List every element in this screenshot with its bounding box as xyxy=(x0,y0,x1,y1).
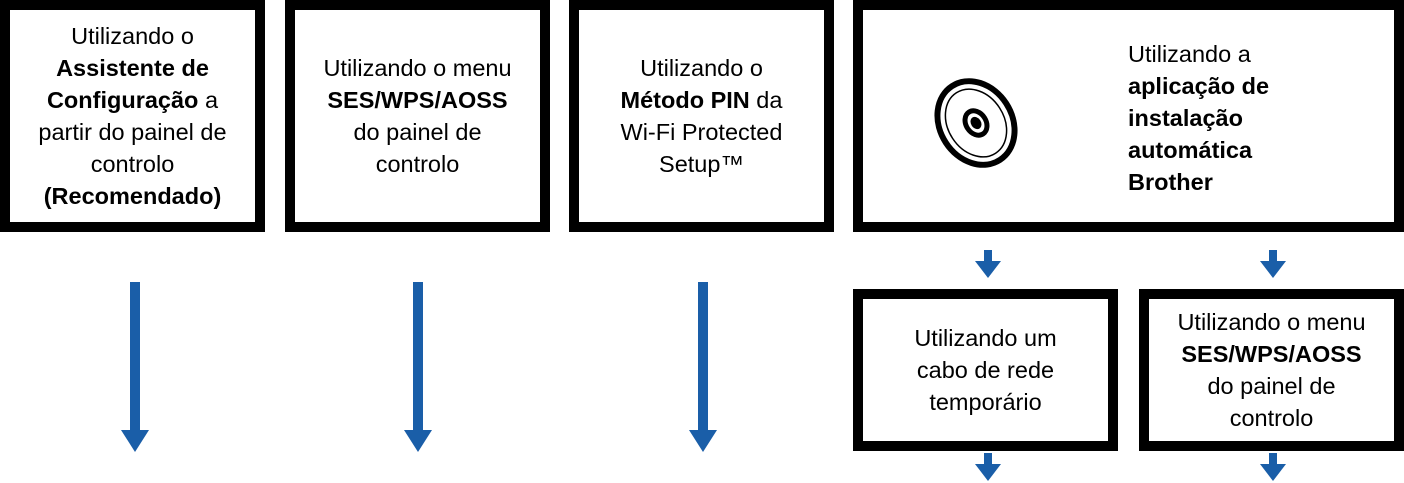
bold-text: Assistente de xyxy=(56,55,209,81)
arrow-down-icon xyxy=(121,282,149,452)
bold-text: (Recomendado) xyxy=(43,183,222,209)
text-segment: controlo xyxy=(90,151,175,177)
text-line: instalação xyxy=(1128,102,1323,134)
arrow-down-icon xyxy=(975,453,1001,481)
arrow-down-icon xyxy=(975,250,1001,278)
option-temp-cable-box: Utilizando um cabo de rede temporário xyxy=(853,289,1118,451)
text-line: do painel de xyxy=(323,116,511,148)
text-line: Wi-Fi Protected xyxy=(621,116,783,148)
text-segment: do painel de xyxy=(353,119,482,145)
text-line: aplicação de xyxy=(1128,70,1323,102)
text-line: controlo xyxy=(1177,402,1365,434)
option-brother-installer-text: Utilizando a aplicação de instalação automá… xyxy=(1128,38,1323,198)
bold-text: SES/WPS/AOSS xyxy=(1181,341,1362,367)
arrow-down-icon xyxy=(1260,250,1286,278)
text-segment: Setup™ xyxy=(659,151,744,177)
text-line: SES/WPS/AOSS xyxy=(1177,338,1365,370)
text-segment: Utilizando o menu xyxy=(323,55,512,81)
text-line: Utilizando o xyxy=(38,20,226,52)
text-segment: temporário xyxy=(929,389,1042,415)
text-segment: Utilizando o xyxy=(71,23,194,49)
text-segment: controlo xyxy=(1229,405,1314,431)
bold-text: instalação xyxy=(1128,105,1243,131)
bold-text: automática xyxy=(1128,137,1253,163)
bold-text: Configuração xyxy=(46,87,199,113)
text-line: automática xyxy=(1128,134,1323,166)
text-segment: controlo xyxy=(375,151,460,177)
text-segment: Utilizando um xyxy=(914,325,1057,351)
text-line: Utilizando o xyxy=(621,52,783,84)
bold-text: Brother xyxy=(1128,169,1213,195)
bold-text: SES/WPS/AOSS xyxy=(327,87,508,113)
text-line: Brother xyxy=(1128,166,1323,198)
text-segment: do painel de xyxy=(1207,373,1336,399)
text-segment: Wi-Fi Protected xyxy=(620,119,783,145)
option-temp-cable-text: Utilizando um cabo de rede temporário xyxy=(914,322,1056,418)
text-line: Setup™ xyxy=(621,148,783,180)
text-line: do painel de xyxy=(1177,370,1365,402)
text-segment: Utilizando o xyxy=(640,55,763,81)
text-line: cabo de rede xyxy=(914,354,1056,386)
text-segment: Utilizando o menu xyxy=(1177,309,1366,335)
text-segment: Utilizando a xyxy=(1128,41,1251,67)
arrow-down-icon xyxy=(404,282,432,452)
text-line: temporário xyxy=(914,386,1056,418)
text-line: Utilizando um xyxy=(914,322,1056,354)
bold-text: Método PIN xyxy=(620,87,750,113)
arrow-down-icon xyxy=(689,282,717,452)
text-line: SES/WPS/AOSS xyxy=(323,84,511,116)
text-line: Utilizando o menu xyxy=(1177,306,1365,338)
bold-text: aplicação de xyxy=(1128,73,1270,99)
text-segment: da xyxy=(749,87,783,113)
text-line: partir do painel de xyxy=(38,116,226,148)
text-segment: a xyxy=(198,87,219,113)
arrow-down-icon xyxy=(1260,453,1286,481)
text-line: (Recomendado) xyxy=(38,180,226,212)
text-segment: partir do painel de xyxy=(38,119,227,145)
text-line: Método PIN da xyxy=(621,84,783,116)
text-segment: cabo de rede xyxy=(916,357,1055,383)
text-line: Configuração a xyxy=(38,84,226,116)
text-line: Assistente de xyxy=(38,52,226,84)
cd-disc-icon xyxy=(934,78,1018,168)
text-line: controlo xyxy=(38,148,226,180)
text-line: Utilizando o menu xyxy=(323,52,511,84)
text-line: controlo xyxy=(323,148,511,180)
text-line: Utilizando a xyxy=(1128,38,1323,70)
